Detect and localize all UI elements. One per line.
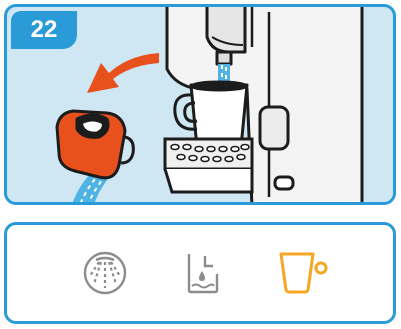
- curved-arrow-icon: [87, 53, 159, 93]
- water-tank-icon: [183, 250, 223, 296]
- service-disc: [57, 111, 133, 178]
- coffee-cup: [175, 82, 247, 145]
- spray-icon: [82, 250, 128, 296]
- step-number-badge: 22: [11, 11, 77, 49]
- mode-indicator-panel: [4, 222, 396, 324]
- illustration-panel: 22: [4, 4, 396, 205]
- cup-icon: [275, 250, 331, 296]
